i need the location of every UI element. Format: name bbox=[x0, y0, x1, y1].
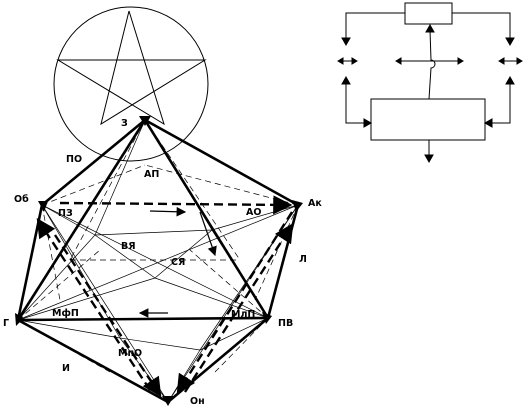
right-input-line bbox=[485, 82, 511, 124]
thick-dashed-arrows bbox=[36, 195, 294, 398]
double-arrow-center-head-a bbox=[395, 57, 402, 65]
arrow-ak-on bbox=[176, 211, 294, 395]
vertex-on bbox=[162, 396, 174, 406]
label-vya: ВЯ bbox=[121, 241, 136, 252]
vertex-g bbox=[15, 313, 24, 326]
arrowhead-up-left bbox=[341, 75, 351, 85]
label-pz: ПЗ bbox=[58, 208, 73, 219]
double-arrow-left-head-a bbox=[337, 57, 344, 65]
arrow-on-ak bbox=[183, 222, 294, 393]
label-l: Л bbox=[299, 254, 307, 265]
double-arrow-center-head-b bbox=[457, 57, 464, 65]
arrowhead-up-right bbox=[505, 75, 515, 85]
vertex-markers bbox=[15, 116, 303, 406]
label-top: З bbox=[121, 118, 128, 129]
label-ao: АО bbox=[246, 207, 261, 218]
arrow-on-g bbox=[36, 217, 152, 391]
arrowhead-up-center bbox=[425, 23, 435, 33]
double-arrow-right-head-b bbox=[516, 57, 523, 65]
vertex-pv bbox=[262, 312, 272, 324]
inner-thin-lines bbox=[17, 119, 299, 403]
pentagram-circle bbox=[53, 6, 209, 162]
label-g: Г bbox=[3, 318, 9, 329]
label-sya: СЯ bbox=[171, 257, 185, 268]
block-diagram bbox=[337, 2, 523, 164]
label-ob: Об bbox=[14, 194, 29, 205]
top-block bbox=[404, 2, 453, 25]
arrow-g-on-inner bbox=[53, 234, 162, 398]
vertex-ob bbox=[38, 201, 48, 212]
arrow-pz bbox=[149, 206, 187, 217]
double-arrow-left-head-b bbox=[351, 57, 358, 65]
arrowhead-down-right bbox=[505, 37, 515, 47]
labels: З Об Ак Г ПВ Он ПО АП ПЗ АО ВЯ СЯ Л МфП … bbox=[3, 118, 322, 407]
outer-thick-edges bbox=[16, 118, 300, 404]
label-po: ПО bbox=[66, 154, 82, 165]
label-on: Он bbox=[190, 396, 205, 407]
left-input-line bbox=[345, 82, 371, 124]
arrowhead-down-left bbox=[341, 37, 351, 47]
vertex-ak bbox=[292, 200, 303, 212]
vertex-z bbox=[139, 116, 151, 126]
double-arrow-right-head-a bbox=[498, 57, 505, 65]
bottom-block bbox=[370, 98, 486, 141]
label-ak: Ак bbox=[308, 198, 322, 209]
arrow-ob-ak bbox=[59, 195, 293, 215]
feedback-line bbox=[428, 29, 436, 100]
arrowhead-into-block-right bbox=[483, 118, 493, 128]
arrow-ap bbox=[199, 211, 217, 257]
label-mlp: МлП bbox=[231, 309, 255, 320]
label-mfp: МфП bbox=[52, 308, 79, 319]
pentagram-symbol bbox=[53, 6, 209, 162]
label-ap: АП bbox=[144, 169, 159, 180]
top-right-branch bbox=[452, 12, 511, 40]
label-pv: ПВ bbox=[278, 318, 293, 329]
arrowhead-into-block-left bbox=[363, 118, 373, 128]
label-mpo: МпО bbox=[118, 348, 142, 359]
pentagram-star bbox=[56, 10, 207, 126]
interior-arrows bbox=[138, 206, 217, 318]
top-left-branch bbox=[345, 12, 405, 40]
inner-dashed-lines bbox=[17, 119, 299, 373]
label-i: И bbox=[62, 363, 70, 374]
arrowhead-down-output bbox=[424, 154, 434, 164]
